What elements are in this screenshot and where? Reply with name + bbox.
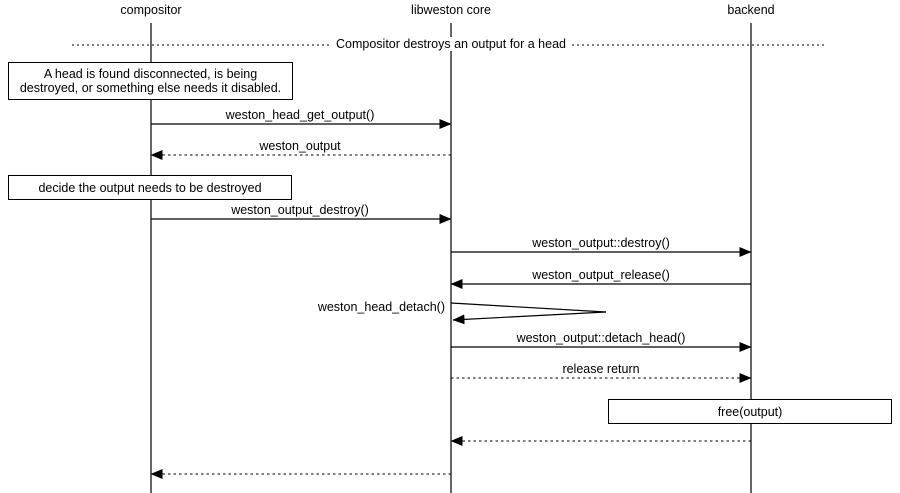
note-decide-destroy: decide the output needs to be destroyed (8, 175, 292, 200)
message-label-weston-head-detach: weston_head_detach() (314, 300, 448, 314)
note-head-disconnected-text: A head is found disconnected, is being d… (19, 67, 282, 95)
message-label-weston-output-release: weston_output_release() (529, 268, 673, 282)
note-free-output: free(output) (608, 399, 892, 424)
self-call-out-weston-head-detach (450, 302, 607, 313)
self-call-back-weston-head-detach (452, 311, 607, 325)
note-head-disconnected: A head is found disconnected, is being d… (8, 62, 293, 100)
actor-label-libweston: libweston core (411, 3, 491, 17)
message-label-weston-output-destroy: weston_output_destroy() (228, 203, 372, 217)
message-label-weston-output-destroy-op: weston_output::destroy() (529, 236, 673, 250)
actor-label-compositor: compositor (120, 3, 182, 17)
actor-label-backend: backend (727, 3, 775, 17)
message-label-weston-head-get-output: weston_head_get_output() (222, 108, 378, 122)
note-free-output-text: free(output) (717, 404, 783, 419)
message-label-weston-output-detach-head: weston_output::detach_head() (513, 331, 689, 345)
message-label-weston-output-return: weston_output (256, 139, 344, 153)
message-label-release-return: release return (559, 362, 643, 376)
note-decide-destroy-text: decide the output needs to be destroyed (38, 180, 262, 195)
diagram-title: Compositor destroys an output for a head (332, 37, 570, 51)
messages-group (150, 119, 752, 479)
